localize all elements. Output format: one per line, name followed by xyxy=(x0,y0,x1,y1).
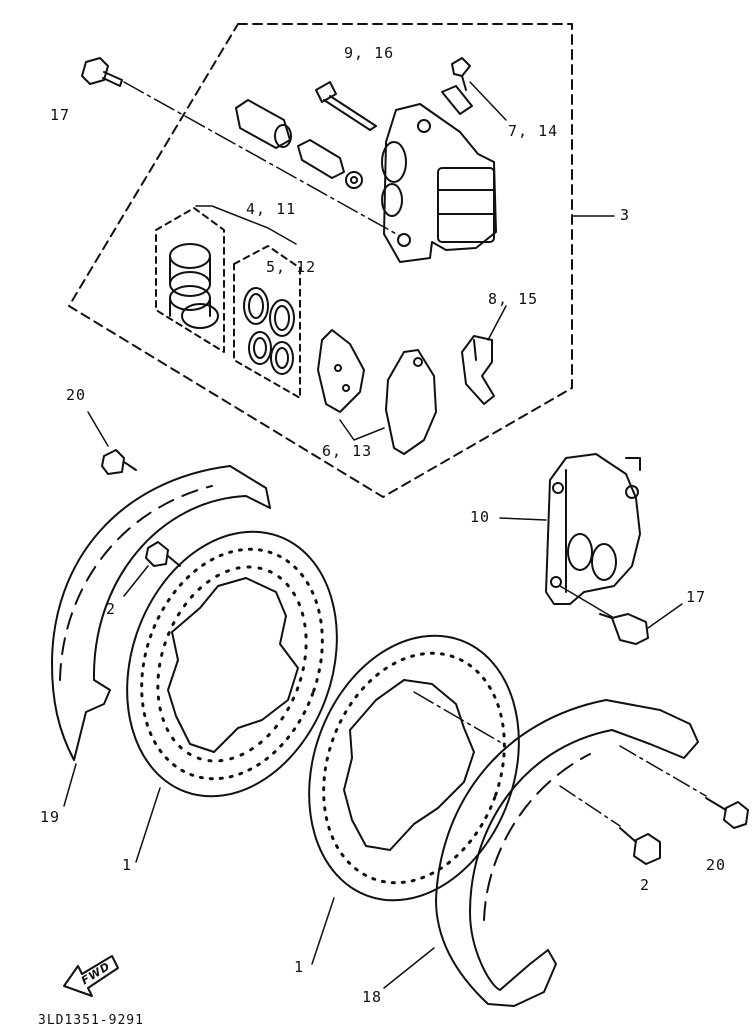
fwd-arrow-icon xyxy=(63,955,119,997)
callout-10: 10 xyxy=(470,508,491,526)
leader-18 xyxy=(383,947,435,989)
leader-17-right-label xyxy=(647,603,683,629)
bolt-17-icon xyxy=(81,57,123,87)
callout-1-left: 1 xyxy=(122,856,133,874)
leader-10 xyxy=(499,517,547,521)
callout-9-16: 9, 16 xyxy=(344,44,395,62)
leader-7-14 xyxy=(469,81,507,121)
leader-1-left xyxy=(135,787,161,863)
callout-18: 18 xyxy=(362,988,383,1006)
leader-6-13 xyxy=(339,419,385,441)
bolt-2-right-icon xyxy=(619,827,661,865)
leader-bolt-17-right xyxy=(559,585,615,619)
right-brake-disc-icon xyxy=(308,634,520,902)
part-code: 3LD1351-9291 xyxy=(38,1013,144,1028)
caliper-pin-icon xyxy=(315,81,377,131)
caliper-seals-icon xyxy=(169,243,219,329)
left-brake-disc-icon xyxy=(126,530,338,798)
callout-1-right: 1 xyxy=(294,958,305,976)
bolt-17-right-icon xyxy=(599,613,649,645)
kit-dashed-boundary xyxy=(68,23,573,498)
leader-20-right xyxy=(619,745,707,797)
brake-pad-left-icon xyxy=(317,329,365,413)
leader-bolt-17-to-caliper xyxy=(123,81,401,237)
brake-pad-right-icon xyxy=(385,349,437,455)
callout-7-14: 7, 14 xyxy=(508,122,559,140)
bolt-20-right-icon xyxy=(705,797,749,829)
callout-20-left: 20 xyxy=(66,386,87,404)
callout-17-right: 17 xyxy=(686,588,707,606)
leader-8-15 xyxy=(487,305,507,341)
right-disc-guard-icon xyxy=(435,699,699,1007)
callout-17-top: 17 xyxy=(50,106,71,124)
bolt-2-left-icon xyxy=(145,541,181,567)
leader-4-11 xyxy=(195,205,297,245)
leader-disc-to-guard xyxy=(413,691,501,743)
callout-2-left: 2 xyxy=(106,600,117,618)
leader-2-left xyxy=(123,565,149,597)
slide-pin-short-icon xyxy=(297,139,363,189)
callout-6-13: 6, 13 xyxy=(322,442,373,460)
leader-1-right xyxy=(311,897,335,965)
bolt-20-left-icon xyxy=(101,449,137,475)
pistons-icon xyxy=(243,287,295,375)
callout-3: 3 xyxy=(620,206,631,224)
callout-2-right: 2 xyxy=(640,876,651,894)
leader-20-left xyxy=(87,411,109,447)
callout-8-15: 8, 15 xyxy=(488,290,539,308)
slide-pin-long-icon xyxy=(235,99,292,149)
callout-4-11: 4, 11 xyxy=(246,200,297,218)
seal-group-dashed-box xyxy=(155,207,225,353)
callout-20-right: 20 xyxy=(706,856,727,874)
pad-spring-icon xyxy=(461,335,495,405)
caliper-assembly-icon xyxy=(381,103,497,263)
right-caliper-icon xyxy=(545,453,641,605)
piston-group-dashed-box xyxy=(233,245,301,399)
leader-19 xyxy=(63,763,77,807)
leader-2-right xyxy=(559,785,621,827)
left-disc-guard-icon xyxy=(51,465,271,761)
callout-5-12: 5, 12 xyxy=(266,258,317,276)
bleed-screw-icon xyxy=(441,57,473,115)
callout-19: 19 xyxy=(40,808,61,826)
